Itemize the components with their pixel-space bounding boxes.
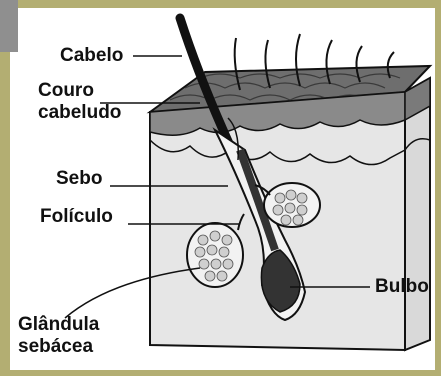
label-couro-line1: Couro [38, 80, 94, 102]
label-cabelo: Cabelo [60, 45, 123, 67]
block-side-face [405, 78, 430, 350]
label-sebo: Sebo [56, 168, 102, 190]
label-foliculo: Folículo [40, 206, 113, 228]
label-glandula-line1: Glândula [18, 314, 99, 336]
label-glandula-line2: sebácea [18, 336, 93, 358]
label-bulbo: Bulbo [375, 276, 429, 298]
label-couro-line2: cabeludo [38, 102, 121, 124]
